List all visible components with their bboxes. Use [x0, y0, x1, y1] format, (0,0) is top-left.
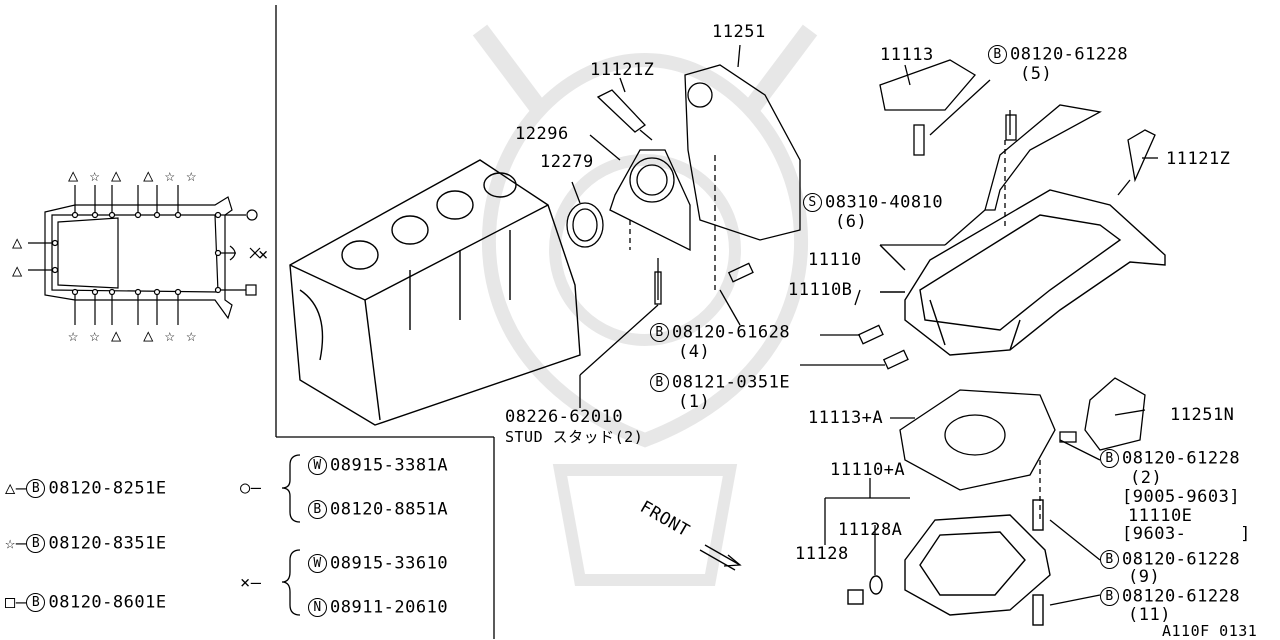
n-marker: N [308, 598, 327, 617]
cylinder-block [289, 159, 581, 426]
stud-desc-label: STUD スタッド(2) [505, 428, 644, 446]
rear-oil-seal-retainer [589, 134, 691, 305]
part-label: 11110B [788, 280, 853, 300]
part-label: 11113+A [808, 408, 884, 428]
bolt-icon [882, 349, 909, 370]
b-marker: B [26, 534, 46, 553]
lower-oil-pan [847, 499, 1051, 626]
lower-baffle-plate [899, 389, 1056, 520]
legend-cross-mark: ×— [240, 573, 262, 593]
samurai-watermark-icon [472, 24, 818, 586]
b-marker: B [650, 323, 669, 342]
front-arrow-icon [699, 544, 742, 571]
part-label: 12296 [515, 124, 569, 144]
qty-label: (1) [678, 392, 711, 412]
b-marker: B [308, 500, 327, 519]
b-marker: B [1100, 550, 1119, 569]
w-marker: W [308, 554, 327, 573]
stud-code-label: 08226-62010 [505, 407, 624, 427]
sealant-tube-icon [596, 77, 653, 141]
oil-pan-bolt-map [28, 185, 261, 325]
leader-lines [579, 209, 1146, 606]
part-label: 11121Z [1166, 149, 1231, 169]
marker-row-top: △ ☆ △ △ ☆ ☆ [68, 166, 197, 186]
qty-label: (11) [1128, 605, 1171, 625]
part-label: 11110 [808, 250, 862, 270]
part-label: 11128 [795, 544, 849, 564]
b-marker: B [988, 45, 1007, 64]
b-marker: B [1100, 449, 1119, 468]
oil-pan [879, 189, 1166, 356]
marker-triangle: △ [12, 233, 23, 253]
gasket-strip [984, 104, 1102, 211]
s-marker: S [803, 193, 822, 212]
baffle-plate [879, 59, 1017, 230]
range-label: [9005-9603] [1122, 487, 1241, 507]
qty-label: (9) [1128, 567, 1161, 587]
b-marker: B [650, 373, 669, 392]
qty-label: (2) [1130, 468, 1163, 488]
part-label: 11121Z [590, 60, 655, 80]
part-label: 11251N [1170, 405, 1235, 425]
w-marker: W [308, 456, 327, 475]
qty-label: (6) [835, 212, 868, 232]
marker-triangle: △ [12, 261, 23, 281]
marker-cross: × [258, 245, 269, 265]
legend-circle-mark: ○— [240, 478, 262, 498]
oil-seal [566, 181, 604, 248]
b-marker: B [26, 593, 46, 612]
qty-label: (5) [1020, 64, 1053, 84]
bolt-icon [857, 324, 884, 345]
range-label: [9603- ] [1122, 524, 1251, 544]
part-label: 12279 [540, 152, 594, 172]
bolt-icon [727, 262, 754, 283]
part-label: 11110+A [830, 460, 906, 480]
qty-label: (4) [678, 342, 711, 362]
sealant-tube-right-icon [1117, 129, 1158, 196]
marker-row-bottom: ☆ ☆ △ △ ☆ ☆ [68, 326, 197, 346]
part-label: 11110E [1128, 506, 1193, 526]
rear-plate-gasket [684, 44, 801, 290]
b-marker: B [26, 479, 46, 498]
cover-plate [1059, 377, 1146, 451]
b-marker: B [1100, 587, 1119, 606]
part-label: 11128A [838, 520, 903, 540]
part-label: 11113 [880, 45, 934, 65]
part-label: 11251 [712, 22, 766, 42]
diagram-code: A110F 0131 [1162, 622, 1258, 640]
